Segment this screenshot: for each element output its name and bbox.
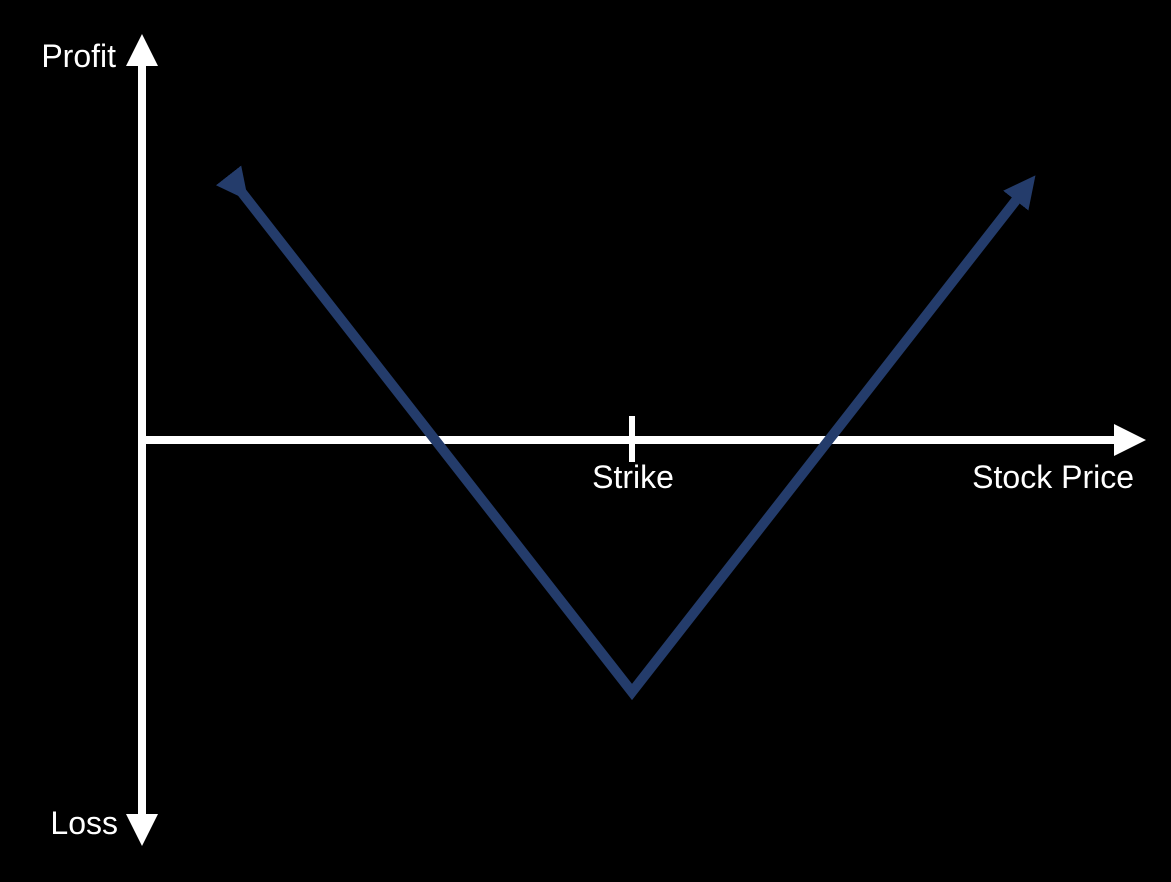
y-axis-label-profit: Profit (41, 38, 116, 74)
y-axis-label-loss: Loss (50, 805, 118, 841)
payoff-line (215, 165, 1036, 701)
strike-label: Strike (592, 459, 674, 495)
x-axis-label: Stock Price (972, 459, 1134, 495)
